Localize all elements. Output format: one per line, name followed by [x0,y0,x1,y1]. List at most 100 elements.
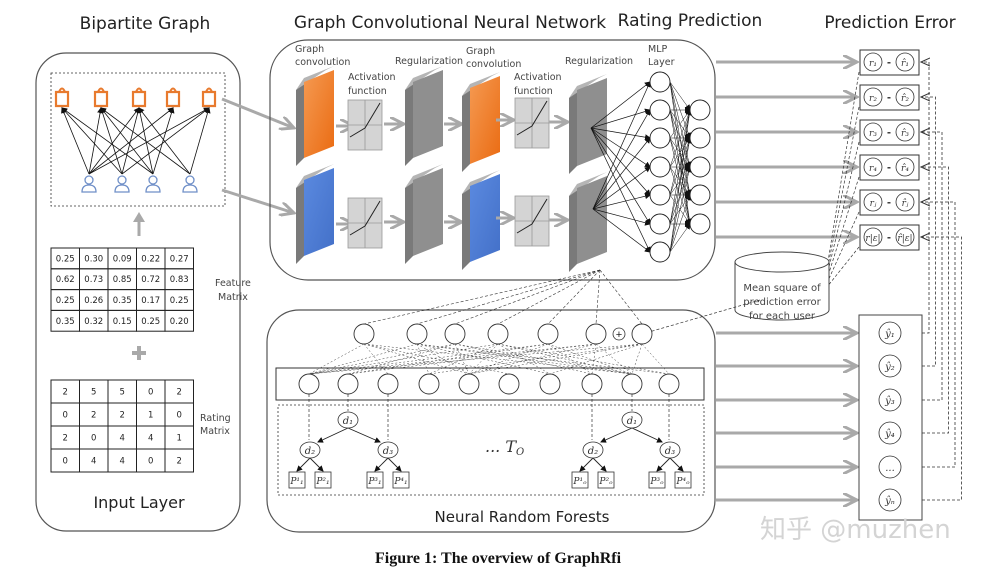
tree-ellipsis-label: ... TO [485,437,524,458]
regularization-2-label: Regularization [565,56,633,67]
mlp-edge [592,193,651,210]
decision-node [621,373,643,395]
matrix-value: 0 [63,411,68,421]
matrix-value: 2 [177,457,182,467]
matrix-value: 0.15 [113,317,132,327]
gcn-layers [296,66,607,272]
prediction-error-box: r₂-r̂₂ [822,84,920,293]
mlp-edge [590,108,651,129]
nrf-input-edge [547,269,601,325]
decision-node [377,373,399,395]
decision-node [458,373,480,395]
error-to-database [822,71,860,293]
true-rating: r₃ [869,129,877,139]
input-layer-title: Input Layer [93,493,185,512]
concat-symbol: + [616,329,622,341]
feedback-line [921,202,956,468]
matrix-cell [164,448,194,473]
leaf-node [288,471,306,489]
nrf-dense-edge [591,343,597,375]
nrf-dense-edge [416,343,430,375]
mlp-edge [669,109,693,225]
mlp-edge [592,109,651,210]
nrf-top-node [537,323,559,345]
regularization-1-label: Regularization [395,56,463,67]
prediction-error-boxes: r₁-r̂₁r₂-r̂₂r₃-r̂₃r₄-r̂₄rⱼ-r̂ⱼr|ε|-r̂|ε| [822,49,920,293]
tree-count-subscript: O [516,447,524,458]
tree-edge [669,457,684,472]
matrix-cell [164,309,194,332]
matrix-value: 0.35 [56,317,75,327]
prediction-error-box: rⱼ-r̂ⱼ [822,189,920,293]
matrix-value: 2 [63,434,68,444]
user-icon [114,175,130,193]
feedback-line [921,167,949,434]
mlp-edge [590,81,651,129]
nrf-dense-edge [454,343,593,375]
leaf-label: P²₁ [315,477,329,487]
rating-node [863,122,883,142]
matrix-value: 0.09 [113,254,132,264]
output-label: ... [885,463,895,474]
matrix-value: 0.17 [141,296,160,306]
matrix-value: 2 [177,388,182,398]
matrix-value: 0.25 [56,254,75,264]
nrf-dense-edge [308,343,418,375]
output-column [858,314,923,521]
database-label-1: Mean square of [743,283,821,294]
prediction-error-box: r₄-r̂₄ [822,154,920,293]
nrf-top-node [444,323,466,345]
bipartite-edge [88,107,174,175]
nrf-dense-edge [549,343,643,375]
bipartite-edge [99,107,123,175]
rating-matrix-label-2: Matrix [200,426,230,437]
mlp-hidden-node [649,156,671,178]
trees-box [277,404,705,496]
bipartite-edge [138,107,191,175]
matrix-value: 2 [63,388,68,398]
matrix-value: 0.30 [84,254,103,264]
graph-convolution-2-label: Graph [466,46,495,57]
output-label: ŷₙ [884,496,895,507]
predicted-rating: r̂₂ [901,93,909,104]
mlp-hidden-node [649,184,671,206]
tree-root-node [337,411,359,429]
mlp-edge [669,109,693,253]
minus-sign: - [887,125,891,139]
nrf-dense-edge [416,343,633,375]
predicted-rating: r̂₄ [901,163,909,174]
nrf-input-edge [595,269,601,325]
minus-sign: - [887,195,891,209]
mlp-edge [669,223,691,253]
user-nodes [81,175,198,193]
mlp-edge [669,109,692,168]
true-rating: rⱼ [870,199,877,209]
nrf-dense-edge [631,343,643,375]
bipartite-graph-box [50,72,226,207]
nrf-dense-edge [641,343,670,375]
matrix-value: 0.83 [170,275,189,285]
mlp-network [590,71,711,263]
matrix-value: 0.22 [141,254,160,264]
tree-node-label: d₃ [383,446,393,457]
prediction-error-box: r|ε|-r̂|ε| [822,224,920,293]
input-layer-panel [35,52,241,532]
mlp-edge [590,127,651,141]
output-label: ŷ₁ [884,329,895,340]
mlp-output-node [689,213,711,235]
leaf-label: P¹ₒ [572,477,587,487]
bipartite-graph-title: Bipartite Graph [80,14,211,34]
nrf-dense-edge [308,343,597,375]
matrix-value: 2 [120,411,125,421]
mlp-hidden-node [649,213,671,235]
user-icon [81,175,97,193]
matrix-value: 4 [120,457,125,467]
plus-icon [132,346,146,360]
nrf-dense-edge [547,343,633,375]
tree-node [659,441,681,459]
matrix-value: 0 [177,411,182,421]
